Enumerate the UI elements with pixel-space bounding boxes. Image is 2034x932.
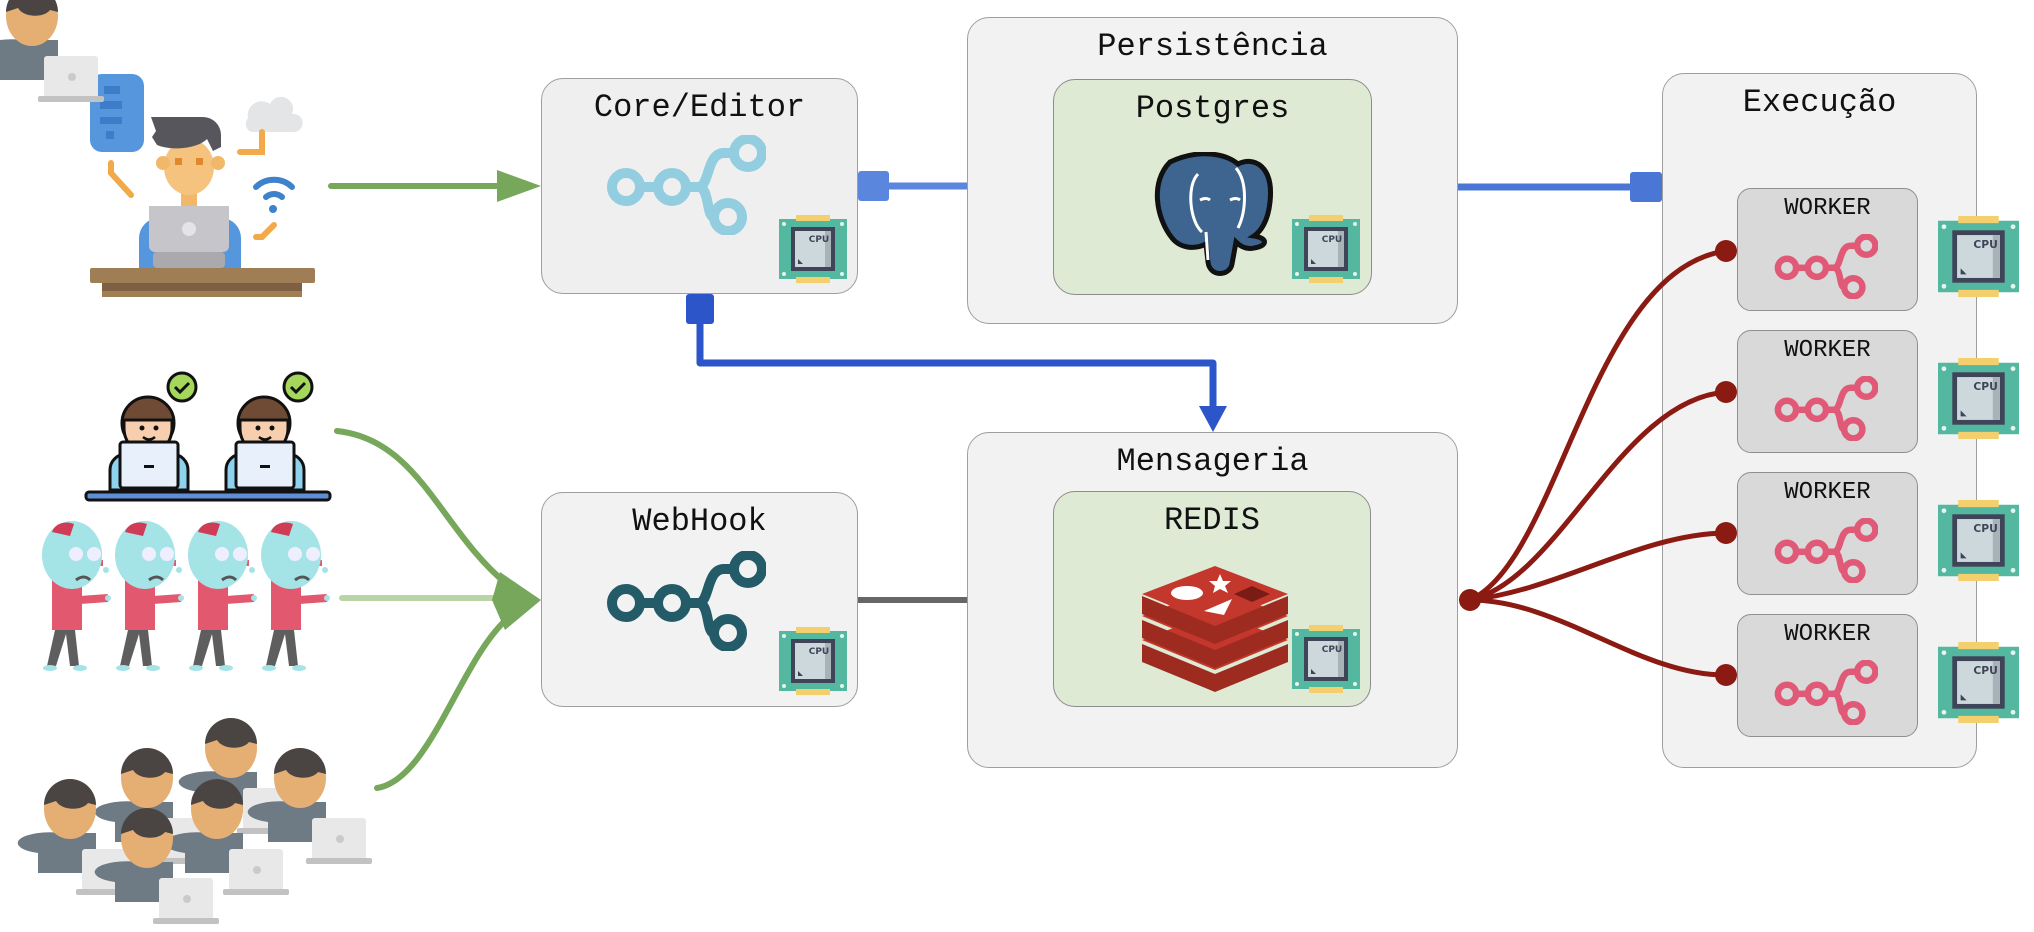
core-editor-node[interactable]: Core/Editor	[541, 78, 858, 294]
execution-title: Execução	[1742, 84, 1897, 121]
cpu-icon	[779, 627, 847, 695]
worker-title: WORKER	[1784, 337, 1871, 364]
redis-icon	[1142, 566, 1288, 692]
worker-title: WORKER	[1784, 195, 1871, 222]
postgres-elephant-icon	[1154, 152, 1273, 276]
redis-node[interactable]: REDIS	[1053, 491, 1371, 707]
n8n-icon	[1774, 518, 1878, 583]
core-to-messaging-connector	[686, 294, 1227, 432]
webhook-node[interactable]: WebHook	[541, 492, 858, 707]
worker-title: WORKER	[1784, 621, 1871, 648]
zombies-illustration	[42, 521, 330, 671]
n8n-icon	[606, 551, 766, 651]
users-to-webhook-arrows	[334, 428, 541, 791]
worker-node[interactable]: WORKER	[1737, 330, 1918, 453]
developer-to-core-arrow	[328, 170, 541, 202]
redis-title: REDIS	[1163, 502, 1260, 539]
cpu-icon	[1292, 625, 1360, 693]
postgres-title: Postgres	[1135, 90, 1290, 127]
core-editor-title: Core/Editor	[593, 89, 806, 126]
worker-node[interactable]: WORKER	[1737, 614, 1918, 737]
developer-illustration	[90, 74, 315, 297]
happy-users-illustration	[84, 371, 332, 502]
persistence-title: Persistência	[1097, 28, 1328, 65]
n8n-icon	[606, 135, 766, 235]
n8n-icon	[1774, 660, 1878, 725]
crowd-illustration	[0, 0, 372, 924]
worker-node[interactable]: WORKER	[1737, 188, 1918, 311]
n8n-icon	[1774, 376, 1878, 441]
n8n-icon	[1774, 234, 1878, 299]
worker-title: WORKER	[1784, 479, 1871, 506]
messaging-title: Mensageria	[1116, 443, 1309, 480]
messaging-container: Mensageria	[967, 432, 1458, 768]
cpu-icon	[779, 215, 847, 283]
postgres-node[interactable]: Postgres	[1053, 79, 1372, 295]
worker-node[interactable]: WORKER	[1737, 472, 1918, 595]
cpu-icon	[1292, 215, 1360, 283]
webhook-title: WebHook	[632, 503, 767, 540]
